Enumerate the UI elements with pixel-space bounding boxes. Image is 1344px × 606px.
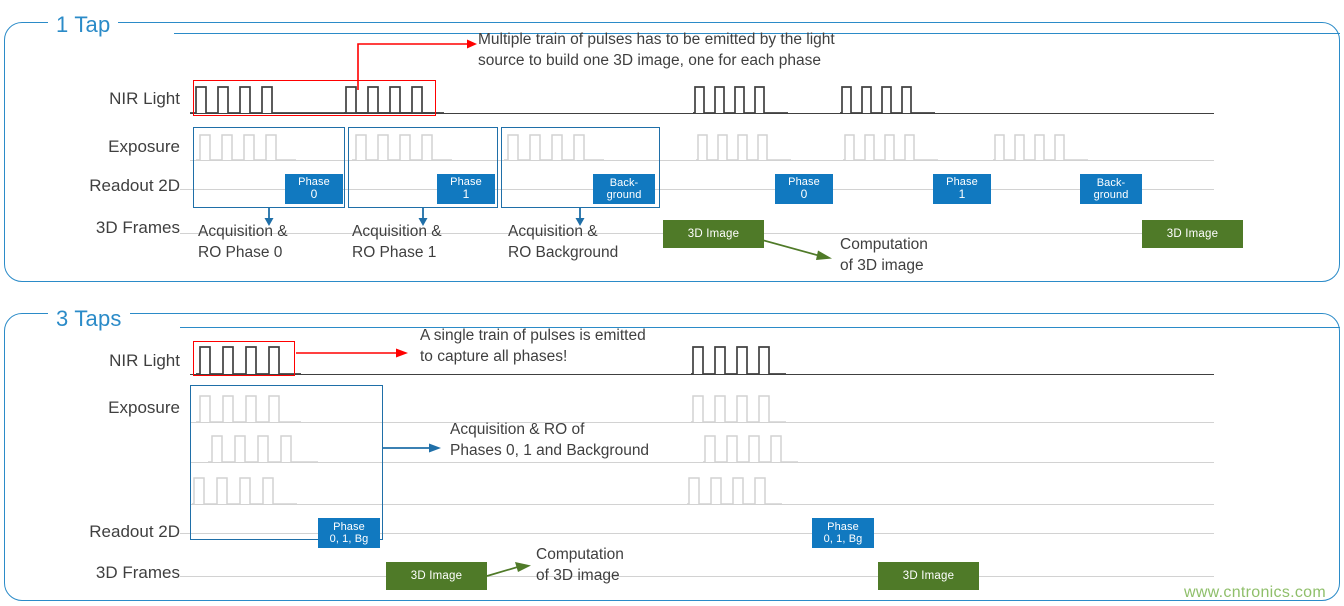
- readout-badge-line2: 0: [310, 187, 318, 202]
- row-label-3d-frames-1tap: 3D Frames: [95, 218, 180, 237]
- readout-badge-line2: 1: [958, 187, 966, 202]
- readout-badge-line2: ground: [606, 189, 642, 201]
- exposure-tap0-burst-2-3taps: [691, 392, 786, 424]
- exposure-burst-6-1tap: [993, 131, 1088, 162]
- row-label-exposure-3taps: Exposure: [108, 398, 180, 417]
- acquisition-note-3taps: Acquisition & RO of Phases 0, 1 and Back…: [450, 421, 650, 459]
- frame-3d-image-1-1tap[interactable]: 3D Image: [663, 220, 764, 248]
- nir-light-highlight-box-3taps: [193, 341, 295, 376]
- computation-arrow-1tap: [761, 239, 836, 262]
- nir-light-burst-2-1tap: [344, 83, 444, 115]
- exposure-burst-3-1tap: [504, 131, 604, 162]
- frame-3d-image-2-3taps[interactable]: 3D Image: [878, 562, 979, 590]
- annotation-text-3taps: A single train of pulses is emitted to c…: [420, 327, 646, 365]
- readout-badge-phase1-a-1tap[interactable]: Phase 1: [437, 174, 495, 204]
- exposure-burst-1-1tap: [196, 131, 296, 162]
- acquisition-box-phase0-1tap: [193, 127, 345, 208]
- acquisition-box-all-phases-3taps: [190, 385, 383, 540]
- exposure-burst-5-1tap: [843, 131, 938, 162]
- annotation-arrow-1tap: [355, 38, 485, 90]
- readout-badge-line2: 1: [462, 187, 470, 202]
- readout-2d-baseline-3taps: [180, 533, 1214, 534]
- readout-badge-line2: 0, 1, Bg: [823, 533, 863, 545]
- readout-badge-line1: Phase: [298, 176, 330, 189]
- readout-badge-all-phases-b-3taps[interactable]: Phase 0, 1, Bg: [812, 518, 874, 548]
- nir-light-highlight-box-1tap: [193, 80, 436, 116]
- acquisition-note-arrow-3taps: [383, 442, 445, 454]
- readout-badge-line1: Phase: [333, 520, 365, 533]
- readout-badge-background-a-1tap[interactable]: Back- ground: [593, 174, 655, 204]
- acquisition-arrow-background-1tap: [574, 208, 586, 226]
- nir-light-burst-4-1tap: [840, 83, 935, 115]
- readout-badge-line1: Phase: [788, 176, 820, 189]
- panel-title-rule-three-taps: [180, 327, 1340, 328]
- nir-light-burst-3-1tap: [693, 83, 788, 115]
- computation-note-1tap: Computation of 3D image: [840, 236, 928, 274]
- readout-badge-line1: Phase: [827, 520, 859, 533]
- readout-badge-line1: Back-: [1096, 176, 1126, 189]
- readout-badge-phase0-b-1tap[interactable]: Phase 0: [775, 174, 833, 204]
- readout-badge-all-phases-a-3taps[interactable]: Phase 0, 1, Bg: [318, 518, 380, 548]
- computation-note-3taps: Computation of 3D image: [536, 546, 624, 584]
- exposure-burst-4-1tap: [696, 131, 791, 162]
- exposure-tap0-burst-1-3taps: [196, 392, 301, 424]
- frame-3d-image-1-3taps[interactable]: 3D Image: [386, 562, 487, 590]
- readout-badge-line1: Phase: [946, 176, 978, 189]
- row-label-3d-frames-3taps: 3D Frames: [95, 563, 180, 582]
- row-label-exposure-1tap: Exposure: [108, 137, 180, 156]
- exposure-burst-2-1tap: [352, 131, 452, 162]
- row-label-readout-2d-1tap: Readout 2D: [89, 176, 180, 195]
- row-label-readout-2d-3taps: Readout 2D: [89, 522, 180, 541]
- frames-baseline-3taps: [180, 576, 1214, 577]
- exposure-tap1-burst-2-3taps: [703, 432, 798, 464]
- exposure-tapbg-burst-2-3taps: [687, 474, 782, 506]
- panel-title-three-taps: 3 Taps: [48, 306, 130, 332]
- nir-light-burst-1-1tap: [190, 83, 440, 115]
- watermark: www.cntronics.com: [1183, 584, 1326, 601]
- row-label-nir-light-3taps: NIR Light: [109, 351, 180, 370]
- readout-badge-phase0-a-1tap[interactable]: Phase 0: [285, 174, 343, 204]
- annotation-text-1tap: Multiple train of pulses has to be emitt…: [478, 31, 835, 69]
- panel-three-taps: [4, 313, 1340, 601]
- readout-badge-line2: 0, 1, Bg: [329, 533, 369, 545]
- readout-badge-background-b-1tap[interactable]: Back- ground: [1080, 174, 1142, 204]
- readout-badge-line1: Phase: [450, 176, 482, 189]
- acquisition-arrow-phase1-1tap: [417, 208, 429, 226]
- acquisition-box-background-1tap: [501, 127, 660, 208]
- acquisition-arrow-phase0-1tap: [263, 208, 275, 226]
- frame-3d-image-2-1tap[interactable]: 3D Image: [1142, 220, 1243, 248]
- readout-badge-line2: ground: [1093, 189, 1129, 201]
- nir-light-baseline-3taps: [190, 374, 1214, 375]
- exposure-tap0-baseline-3taps: [190, 422, 1214, 423]
- readout-badge-phase1-b-1tap[interactable]: Phase 1: [933, 174, 991, 204]
- panel-one-tap: [4, 22, 1340, 282]
- nir-light-burst-2-3taps: [691, 343, 786, 376]
- exposure-tapbg-burst-1-3taps: [192, 474, 297, 506]
- exposure-tap1-burst-1-3taps: [208, 432, 318, 464]
- acquisition-caption-phase1-1tap: Acquisition & RO Phase 1: [352, 223, 442, 261]
- acquisition-caption-background-1tap: Acquisition & RO Background: [508, 223, 619, 261]
- annotation-arrow-3taps: [296, 347, 412, 359]
- readout-badge-line2: 0: [800, 187, 808, 202]
- exposure-tap1-baseline-3taps: [190, 462, 1214, 463]
- computation-arrow-3taps: [486, 562, 533, 582]
- acquisition-caption-phase0-1tap: Acquisition & RO Phase 0: [198, 223, 288, 261]
- readout-2d-baseline-1tap: [180, 189, 1214, 190]
- panel-title-one-tap: 1 Tap: [48, 12, 119, 38]
- row-label-nir-light-1tap: NIR Light: [109, 89, 180, 108]
- exposure-baseline-1tap: [190, 160, 1214, 161]
- nir-light-baseline-1tap: [190, 113, 1214, 114]
- readout-badge-line1: Back-: [609, 176, 639, 189]
- panel-title-rule-one-tap: [174, 33, 1340, 34]
- acquisition-box-phase1-1tap: [348, 127, 498, 208]
- nir-light-burst-1-3taps: [196, 343, 301, 376]
